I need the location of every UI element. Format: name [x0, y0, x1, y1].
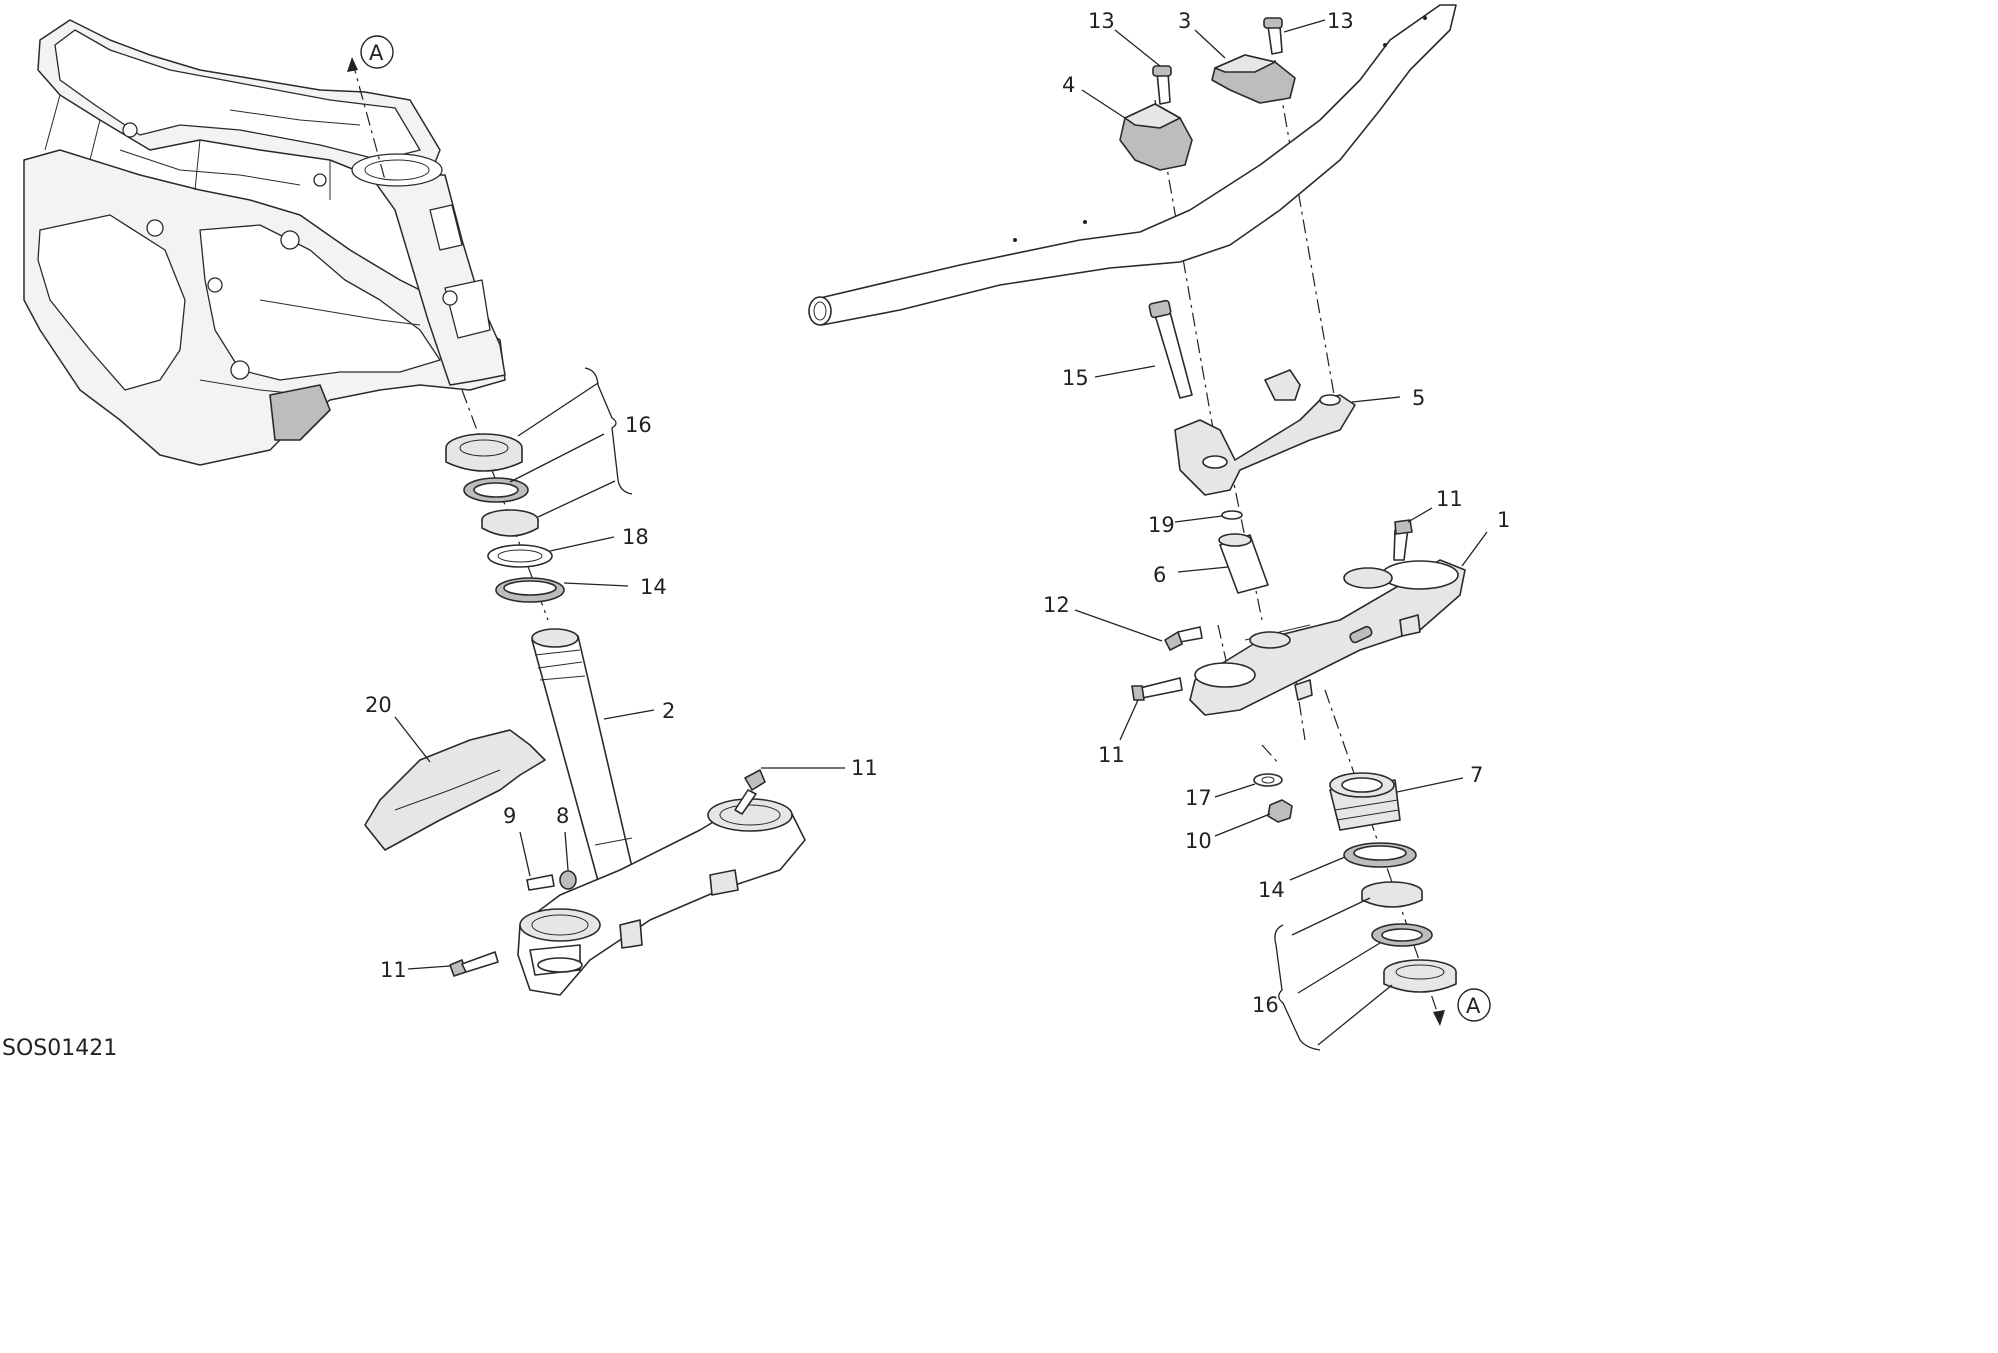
- label-19: 19: [1148, 513, 1175, 537]
- brace-16-right: [1274, 924, 1321, 1051]
- drawing-code: SOS01421: [2, 1036, 117, 1061]
- label-4: 4: [1062, 73, 1075, 97]
- bolts-right: [1131, 519, 1413, 701]
- label-7: 7: [1470, 763, 1483, 787]
- lower-triple-clamp: [517, 798, 806, 996]
- handlebar-clamp-caps: [1119, 17, 1296, 171]
- label-15: 15: [1062, 366, 1089, 390]
- bolts-left: [449, 769, 766, 977]
- bearing-set-left: [445, 433, 539, 537]
- cover-20: [364, 729, 546, 851]
- spacer-6: [1218, 533, 1269, 594]
- svg-text:A: A: [369, 41, 384, 65]
- exploded-parts-diagram: 16 18 14 2 20 11 9 8 11 13 3 13 4 15 5 1…: [2, 4, 1510, 1061]
- label-20: 20: [365, 693, 392, 717]
- label-6: 6: [1153, 563, 1166, 587]
- label-8: 8: [556, 804, 569, 828]
- svg-text:A: A: [1466, 994, 1481, 1018]
- label-1: 1: [1497, 508, 1510, 532]
- label-10: 10: [1185, 829, 1212, 853]
- bearing-set-right: [1361, 881, 1457, 993]
- washer-19: [1221, 510, 1243, 520]
- nut-10: [1267, 799, 1293, 823]
- stem-nut-7: [1329, 772, 1401, 831]
- steering-stem: [531, 628, 636, 889]
- upper-triple-clamp: [1189, 559, 1466, 716]
- callout-labels: 16 18 14 2 20 11 9 8 11 13 3 13 4 15 5 1…: [365, 9, 1510, 1017]
- label-11-left-top: 11: [851, 756, 878, 780]
- label-5: 5: [1412, 386, 1425, 410]
- label-13-left: 13: [1088, 9, 1115, 33]
- label-13-right: 13: [1327, 9, 1354, 33]
- label-14-right: 14: [1258, 878, 1285, 902]
- label-11-left-bottom: 11: [380, 958, 407, 982]
- frame-drawing: [23, 19, 506, 466]
- label-9: 9: [503, 804, 516, 828]
- label-2: 2: [662, 699, 675, 723]
- label-16-right: 16: [1252, 993, 1279, 1017]
- handlebar: [808, 4, 1457, 326]
- handlebar-riser: [1174, 369, 1356, 496]
- reference-marker-top: A: [360, 35, 394, 69]
- reference-marker-bottom: A: [1457, 988, 1491, 1022]
- leader-lines: [394, 19, 1488, 1046]
- label-3: 3: [1178, 9, 1191, 33]
- label-11-right-bottom: 11: [1098, 743, 1125, 767]
- washer-18: [487, 544, 553, 568]
- label-14-left: 14: [640, 575, 667, 599]
- washer-17: [1253, 773, 1283, 787]
- label-11-right-top: 11: [1436, 487, 1463, 511]
- long-bolt-15: [1148, 299, 1193, 399]
- label-16-left: 16: [625, 413, 652, 437]
- label-17: 17: [1185, 786, 1212, 810]
- brace-16-left: [584, 367, 633, 495]
- label-18: 18: [622, 525, 649, 549]
- label-12: 12: [1043, 593, 1070, 617]
